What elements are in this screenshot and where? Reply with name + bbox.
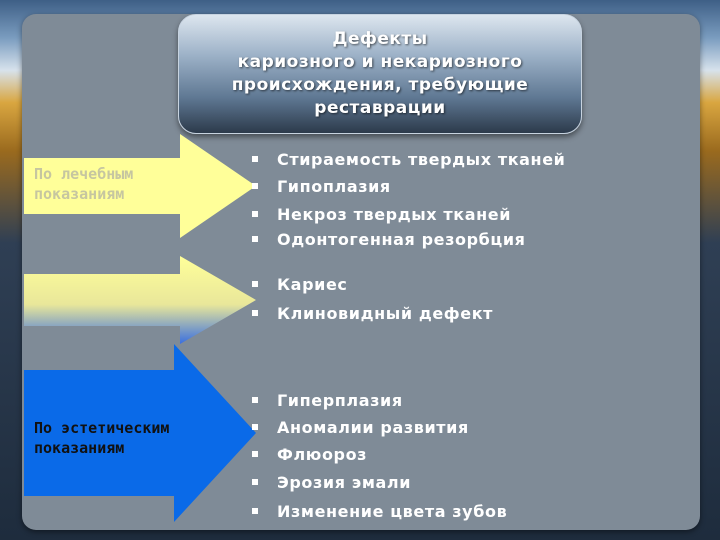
list-item-text: Некроз твердых тканей (277, 205, 512, 224)
list-item: Стираемость твердых тканей (252, 150, 565, 169)
list-item: Некроз твердых тканей (252, 205, 511, 224)
bullet-icon (252, 235, 258, 242)
slide-title: Дефекты кариозного и некариозного происх… (231, 29, 529, 118)
list-item: Флюороз (252, 445, 367, 464)
list-item: Кариес (252, 275, 347, 294)
list-item-text: Одонтогенная резорбция (277, 230, 526, 249)
bullet-icon (252, 396, 258, 403)
list-item-text: Кариес (277, 275, 348, 294)
arrow-aesthetic-shape (24, 344, 256, 522)
list-item-text: Гипоплазия (277, 177, 391, 196)
bullet-icon (252, 450, 258, 457)
bullet-icon (252, 309, 258, 316)
list-item-text: Эрозия эмали (277, 473, 412, 492)
list-item-text: Клиновидный дефект (277, 304, 494, 323)
arrow-therapeutic-shape (24, 134, 256, 238)
title-box: Дефекты кариозного и некариозного происх… (178, 14, 582, 134)
list-item-text: Гиперплазия (277, 391, 403, 410)
bullet-icon (252, 507, 258, 514)
bullet-icon (252, 210, 258, 217)
list-item: Аномалии развития (252, 418, 469, 437)
arrow-middle (24, 256, 256, 344)
bullet-icon (252, 155, 258, 162)
list-item: Гипоплазия (252, 177, 391, 196)
list-item-text: Стираемость твердых тканей (277, 150, 566, 169)
list-item-text: Флюороз (277, 445, 368, 464)
list-item: Клиновидный дефект (252, 304, 493, 323)
list-item: Гиперплазия (252, 391, 403, 410)
list-item-text: Аномалии развития (277, 418, 469, 437)
bullet-icon (252, 423, 258, 430)
arrow-middle-shape (24, 256, 256, 344)
list-item: Эрозия эмали (252, 473, 411, 492)
arrow-therapeutic-label: По лечебным показаниям (34, 165, 134, 203)
arrow-aesthetic: По эстетическим показаниям (24, 344, 256, 522)
bullet-icon (252, 182, 258, 189)
bullet-icon (252, 478, 258, 485)
arrow-aesthetic-label: По эстетическим показаниям (34, 419, 170, 457)
list-item: Одонтогенная резорбция (252, 230, 526, 249)
list-item-text: Изменение цвета зубов (277, 502, 508, 521)
list-item: Изменение цвета зубов (252, 502, 507, 521)
arrow-therapeutic: По лечебным показаниям (24, 134, 256, 238)
bullet-icon (252, 280, 258, 287)
